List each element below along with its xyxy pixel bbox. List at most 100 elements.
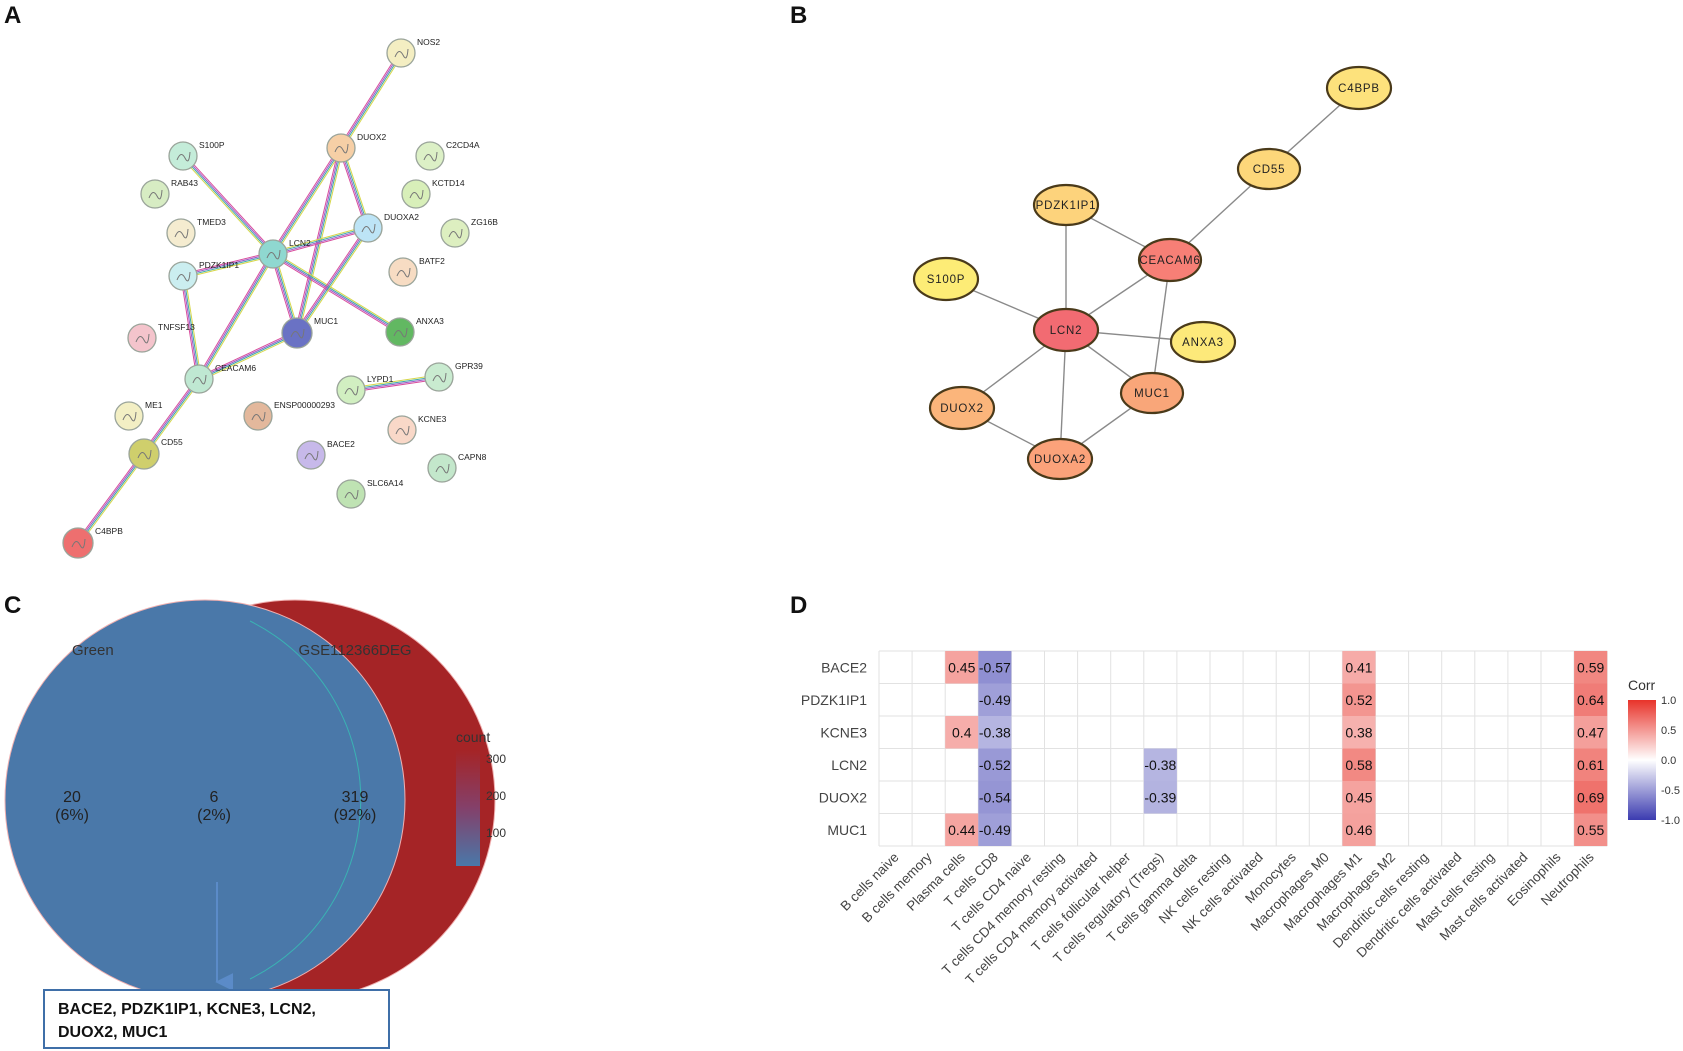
string-node-label-kcne3: KCNE3 — [418, 414, 447, 424]
string-edge-strand — [200, 254, 276, 381]
cyto-edge-ceacam6-muc1 — [1151, 259, 1171, 394]
heatmap-cell-label: -0.39 — [1144, 789, 1176, 805]
string-edge-strand — [184, 154, 275, 253]
cyto-node-label-lcn2: LCN2 — [1050, 325, 1083, 337]
venn-overlap-outline — [249, 620, 362, 980]
heatmap-cell-lcn2-t-cells-regulatory-tregs — [1143, 748, 1177, 781]
string-edge-strand — [298, 228, 371, 335]
heatmap-cell-pdzk1ip1-t-cells-cd8 — [978, 683, 1012, 716]
heatmap-cell-label: 0.58 — [1345, 757, 1372, 773]
string-node-structure-icon — [122, 411, 137, 422]
heatmap-legend-tick-label: 0.5 — [1661, 725, 1676, 737]
venn-left-pct: (6%) — [55, 807, 89, 824]
string-edge-strand — [181, 276, 199, 380]
string-node-label-zg16b: ZG16B — [471, 217, 498, 227]
heatmap-row-label-lcn2: LCN2 — [831, 757, 867, 773]
string-node-label-nos2: NOS2 — [417, 37, 440, 47]
cyto-node-s100p — [912, 256, 980, 302]
string-edge-strand — [182, 252, 273, 276]
string-node-structure-icon — [304, 450, 319, 461]
cyto-node-label-duoxa2: DUOXA2 — [1034, 454, 1086, 466]
string-node-nos2 — [386, 38, 416, 68]
string-node-structure-icon — [334, 143, 349, 154]
panel-letter-d: D — [790, 592, 808, 619]
string-node-structure-icon — [432, 372, 447, 383]
heatmap-cell-duox2-neutrophils — [1574, 781, 1608, 814]
string-edge-strand — [197, 253, 273, 379]
string-edge-strand — [273, 251, 402, 331]
string-node-structure-icon — [361, 223, 376, 234]
string-node-bace2 — [296, 440, 326, 470]
string-edge-duoxa2-muc1 — [294, 226, 371, 335]
string-edge-strand — [196, 252, 272, 379]
venn-legend-tick-200: 200 — [486, 789, 506, 803]
cyto-node-label-ceacam6: CEACAM6 — [1139, 255, 1200, 267]
string-edge-pdzk1ip1-ceacam6 — [180, 275, 202, 380]
heatmap-cell-label: -0.49 — [979, 822, 1011, 838]
string-node-kctd14 — [401, 179, 431, 209]
venn-right-count: 319 — [342, 789, 369, 806]
heatmap-cell-duox2-t-cells-regulatory-tregs — [1143, 781, 1177, 814]
heatmap-cell-bace2-plasma-cells — [945, 651, 979, 684]
string-node-structure-icon — [393, 327, 408, 338]
heatmap-legend-tick-label: 1.0 — [1661, 695, 1676, 707]
string-edge-lcn2-duoxa2 — [272, 225, 369, 257]
string-node-structure-icon — [137, 449, 152, 460]
string-node-s100p — [168, 141, 198, 171]
heatmap-cell-lcn2-neutrophils — [1574, 748, 1608, 781]
string-edge-lcn2-anxa3 — [271, 251, 402, 335]
string-node-label-rab43: RAB43 — [171, 178, 198, 188]
heatmap-cell-kcne3-plasma-cells — [945, 716, 979, 749]
cyto-node-label-anxa3: ANXA3 — [1182, 337, 1224, 349]
string-edge-strand — [338, 51, 400, 148]
cyto-node-duox2 — [928, 385, 996, 431]
heatmap-cell-muc1-neutrophils — [1574, 813, 1608, 846]
string-edge-strand — [198, 331, 297, 379]
string-node-tnfsf13 — [127, 323, 157, 353]
string-edge-strand — [183, 254, 274, 278]
string-node-structure-icon — [148, 189, 163, 200]
string-edge-strand — [294, 226, 367, 333]
string-edge-strand — [197, 330, 297, 378]
heatmap-cell-duox2-t-cells-cd8 — [978, 781, 1012, 814]
string-node-lcn2 — [258, 239, 288, 269]
string-edge-strand — [273, 148, 343, 255]
string-edge-strand — [271, 255, 400, 335]
string-node-ceacam6 — [184, 364, 214, 394]
string-node-anxa3 — [385, 317, 415, 347]
heatmap-legend-tick-label: -0.5 — [1661, 785, 1680, 797]
string-edge-strand — [183, 155, 274, 254]
string-node-label-pdzk1ip1: PDZK1IP1 — [199, 260, 239, 270]
string-node-ensp00000293 — [243, 401, 273, 431]
heatmap-cell-label: 0.46 — [1345, 822, 1372, 838]
string-node-batf2 — [388, 257, 418, 287]
string-node-label-ceacam6: CEACAM6 — [215, 363, 256, 373]
string-node-structure-icon — [344, 489, 359, 500]
string-node-structure-icon — [251, 411, 266, 422]
string-node-structure-icon — [394, 48, 409, 59]
string-node-label-me1: ME1 — [145, 400, 163, 410]
heatmap-cell-label: 0.69 — [1577, 789, 1604, 805]
string-node-gpr39 — [424, 362, 454, 392]
string-edge-strand — [273, 252, 401, 332]
venn-panel: Green GSE112366DEG 20 (6%) 6 (2%) 319 (9… — [4, 599, 506, 1049]
string-node-structure-icon — [135, 333, 150, 344]
string-edge-strand — [183, 275, 201, 379]
venn-set-right-label: GSE112366DEG — [298, 642, 411, 659]
string-node-label-s100p: S100P — [199, 140, 225, 150]
string-edge-strand — [182, 251, 273, 275]
string-edge-strand — [273, 229, 369, 257]
string-node-structure-icon — [266, 249, 281, 260]
string-node-label-batf2: BATF2 — [419, 256, 445, 266]
string-node-rab43 — [140, 179, 170, 209]
string-edge-strand — [270, 146, 340, 254]
heatmap-cell-label: 0.45 — [1345, 789, 1372, 805]
heatmap-cell-label: 0.59 — [1577, 659, 1604, 675]
heatmap-cell-label: 0.64 — [1577, 692, 1604, 708]
string-node-label-anxa3: ANXA3 — [416, 316, 444, 326]
string-edge-cd55-c4bpb — [75, 452, 147, 545]
heatmap-cell-label: 0.44 — [948, 822, 975, 838]
string-edge-strand — [341, 53, 403, 149]
string-node-structure-icon — [395, 425, 410, 436]
string-node-structure-icon — [409, 189, 424, 200]
